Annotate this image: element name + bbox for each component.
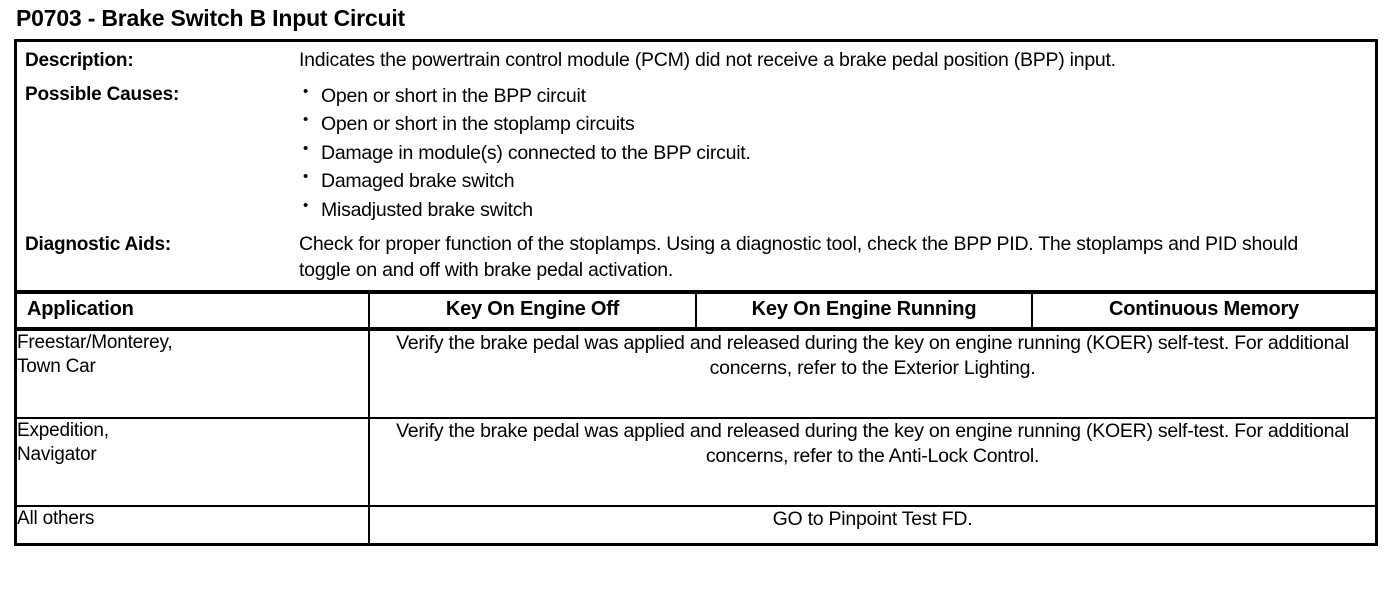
- list-item: Damage in module(s) connected to the BPP…: [299, 138, 1353, 167]
- list-item: Damaged brake switch: [299, 166, 1353, 195]
- diagnostic-aids-label: Diagnostic Aids:: [25, 234, 171, 256]
- column-header-continuous-memory: Continuous Memory: [1031, 293, 1375, 331]
- possible-causes-list: Open or short in the BPP circuit Open or…: [299, 81, 1353, 224]
- application-cell: Expedition, Navigator: [17, 416, 370, 507]
- column-header-key-on-engine-off: Key On Engine Off: [368, 293, 697, 331]
- page-title: P0703 - Brake Switch B Input Circuit: [16, 5, 406, 31]
- list-item: Misadjusted brake switch: [299, 195, 1353, 224]
- column-header-key-on-engine-running: Key On Engine Running: [695, 293, 1033, 331]
- action-cell: Verify the brake pedal was applied and r…: [368, 416, 1375, 507]
- table-row: Expedition, Navigator Verify the brake p…: [17, 416, 1375, 507]
- action-text: Verify the brake pedal was applied and r…: [396, 331, 1349, 379]
- info-block: Description: Indicates the powertrain co…: [17, 42, 1375, 294]
- table-row: All others GO to Pinpoint Test FD.: [17, 504, 1375, 543]
- action-text: Verify the brake pedal was applied and r…: [396, 419, 1349, 467]
- application-cell: All others: [17, 504, 370, 543]
- description-row: Description: Indicates the powertrain co…: [17, 48, 1375, 74]
- action-text: GO to Pinpoint Test FD.: [772, 507, 973, 530]
- table-header-row: Application Key On Engine Off Key On Eng…: [17, 293, 1375, 331]
- list-item: Open or short in the stoplamp circuits: [299, 109, 1353, 138]
- diagnostic-aids-row: Diagnostic Aids: Check for proper functi…: [17, 232, 1375, 283]
- application-name-line: Navigator: [17, 443, 97, 465]
- possible-causes-value: Open or short in the BPP circuit Open or…: [299, 81, 1371, 224]
- application-name-line: Town Car: [17, 355, 96, 377]
- application-cell: Freestar/Monterey, Town Car: [17, 327, 370, 419]
- list-item: Open or short in the BPP circuit: [299, 81, 1353, 110]
- dtc-frame: Description: Indicates the powertrain co…: [14, 39, 1378, 546]
- application-name-line: Expedition,: [17, 419, 109, 441]
- column-header-application: Application: [17, 293, 370, 331]
- diagnostic-aids-text: Check for proper function of the stoplam…: [299, 233, 1298, 281]
- application-name-line: Freestar/Monterey,: [17, 331, 173, 353]
- description-label: Description:: [25, 50, 134, 71]
- application-table: Application Key On Engine Off Key On Eng…: [17, 293, 1375, 543]
- action-cell: GO to Pinpoint Test FD.: [368, 504, 1375, 543]
- application-name-line: All others: [17, 507, 95, 529]
- table-row: Freestar/Monterey, Town Car Verify the b…: [17, 327, 1375, 419]
- action-cell: Verify the brake pedal was applied and r…: [368, 327, 1375, 419]
- description-text: Indicates the powertrain control module …: [299, 49, 1116, 71]
- possible-causes-row: Possible Causes: Open or short in the BP…: [17, 81, 1375, 224]
- possible-causes-label: Possible Causes:: [25, 83, 180, 105]
